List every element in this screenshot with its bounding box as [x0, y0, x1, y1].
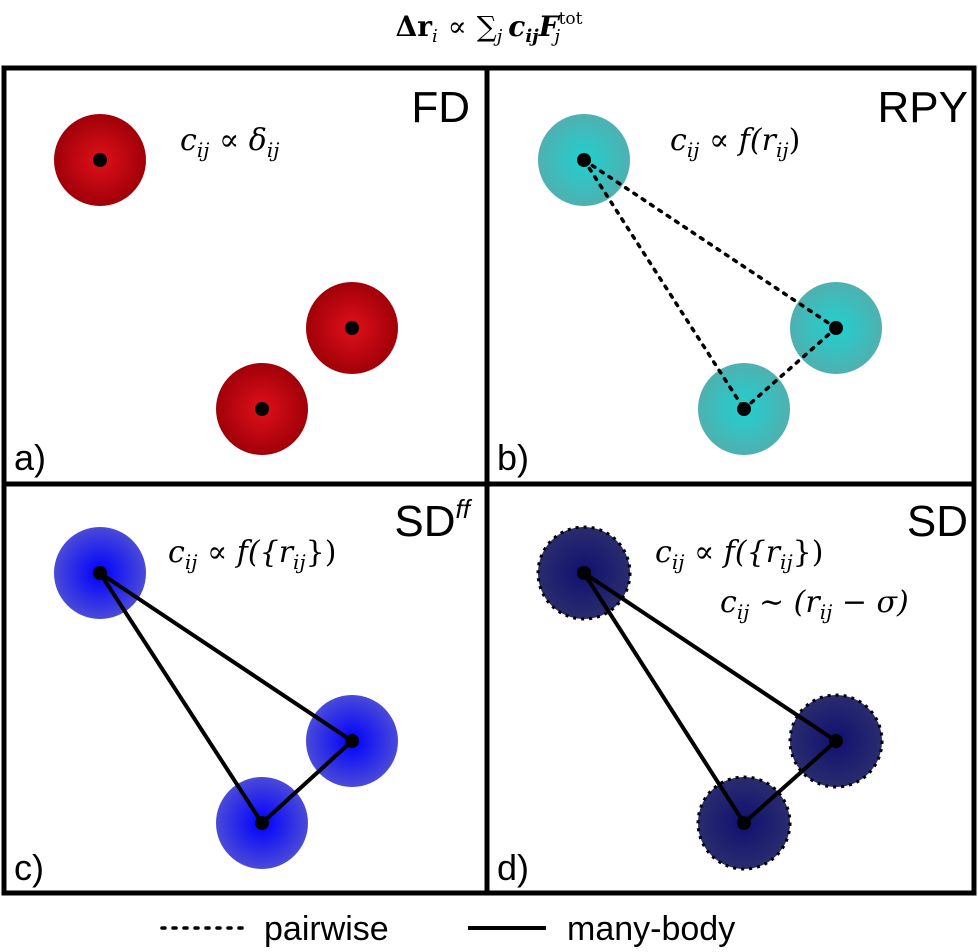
- formula-lhs-sub: i: [432, 26, 438, 47]
- legend: pairwise many-body: [160, 910, 735, 948]
- panel-a-equation: cij ∝ δij: [180, 123, 279, 162]
- rpy-centers: [577, 153, 843, 416]
- formula-c: c: [508, 10, 525, 43]
- panel-a-title: FD: [411, 83, 470, 132]
- eq-c: c: [720, 585, 737, 620]
- eq-tail: }): [306, 535, 337, 570]
- eq-c-sub: ij: [687, 138, 700, 162]
- formula-F-sub: j: [551, 26, 561, 47]
- panel-c-title-sup: ff: [456, 494, 473, 524]
- panel-grid: [1, 65, 977, 896]
- formula-F: F: [538, 10, 561, 43]
- pairwise-link: [582, 158, 838, 330]
- particle-center: [737, 402, 751, 416]
- panel-b: RPY b) cij ∝ f(rij): [497, 83, 968, 478]
- panel-d-title: SD: [907, 497, 968, 546]
- eq-tail: }): [793, 535, 824, 570]
- many-body-links: [98, 571, 356, 827]
- eq-sub2: ij: [780, 550, 793, 574]
- eq-c: c: [168, 535, 185, 570]
- particle-center: [829, 734, 843, 748]
- panel-d-letter: d): [497, 847, 529, 888]
- eq-c-sub: ij: [197, 138, 210, 162]
- panel-a-letter: a): [14, 437, 46, 478]
- particle-center: [255, 402, 269, 416]
- panel-c-equation: cij ∝ f({rij}): [168, 535, 336, 574]
- formula-c-sub: ij: [525, 26, 539, 47]
- particle-center: [577, 153, 591, 167]
- eq-rest: ∝ δ: [209, 123, 266, 158]
- panel-b-letter: b): [497, 437, 529, 478]
- formula-F-sup: tot: [559, 9, 583, 29]
- eq-c-sub: ij: [185, 550, 198, 574]
- panel-b-title: RPY: [878, 83, 968, 132]
- eq-sub2: ij: [267, 138, 280, 162]
- sd-centers: [577, 566, 843, 830]
- panel-a: FD a) cij ∝ δij: [14, 83, 470, 478]
- many-body-triangle: [98, 571, 356, 827]
- fd-particles: [54, 114, 398, 455]
- panel-d-equation-1: cij ∝ f({rij}): [655, 535, 823, 574]
- formula-sum: ∑: [477, 10, 497, 43]
- formula-prop: ∝: [448, 10, 467, 43]
- legend-many-body-label: many-body: [567, 910, 735, 948]
- particle-center: [577, 566, 591, 580]
- formula-lhs: Δr: [395, 10, 433, 43]
- eq-sub2: ij: [293, 550, 306, 574]
- rpy-particles: [538, 114, 882, 455]
- panel-c-title-main: SD: [394, 497, 455, 546]
- panel-b-equation: cij ∝ f(rij): [670, 123, 800, 162]
- eq-rest: ∝ f({r: [684, 535, 781, 570]
- eq-c: c: [655, 535, 672, 570]
- eq-rest: ∼ (r: [749, 585, 821, 620]
- particle-center: [93, 566, 107, 580]
- many-body-triangle: [582, 571, 840, 827]
- formula-sum-sub: j: [493, 26, 503, 47]
- eq-c-sub: ij: [737, 600, 750, 624]
- eq-sub2: ij: [776, 138, 789, 162]
- particle-center: [255, 816, 269, 830]
- eq-tail: − σ): [832, 585, 908, 620]
- eq-c-sub: ij: [672, 550, 685, 574]
- sdff-centers: [93, 566, 359, 830]
- eq-c: c: [180, 123, 197, 158]
- particle-center: [345, 321, 359, 335]
- legend-pairwise-label: pairwise: [264, 910, 389, 948]
- pairwise-link: [582, 158, 746, 411]
- many-body-links: [582, 571, 840, 827]
- panel-c-letter: c): [14, 847, 44, 888]
- eq-rest: ∝ f({r: [197, 535, 294, 570]
- particle-center: [345, 734, 359, 748]
- panel-d-equation-2: cij ∼ (rij − σ): [720, 585, 909, 624]
- panel-d: SD d) cij ∝ f({rij}) cij ∼ (rij − σ): [497, 497, 968, 888]
- eq-rest: ∝ f(r: [699, 123, 777, 158]
- particle-center: [829, 321, 843, 335]
- panel-c: SDff c) cij ∝ f({rij}): [14, 494, 473, 888]
- pairwise-links: [582, 158, 838, 411]
- particle-center: [737, 816, 751, 830]
- panel-c-title: SDff: [394, 494, 472, 546]
- pairwise-link: [742, 326, 838, 411]
- particle-center: [93, 153, 107, 167]
- eq-tail: ): [789, 123, 801, 158]
- eq-sub2: ij: [820, 600, 833, 624]
- eq-c: c: [670, 123, 687, 158]
